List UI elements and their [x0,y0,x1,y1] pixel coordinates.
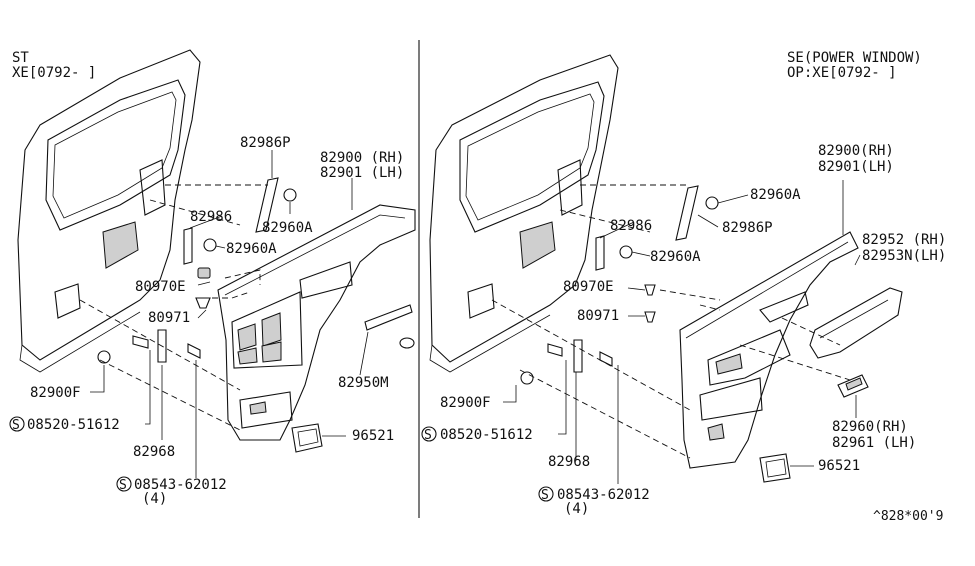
right-trim-panel [679,231,859,469]
right-panel: SE(POWER WINDOW) OP:XE[0792- ] [421,50,946,524]
right-label-82952-rh: 82952 (RH) [862,232,946,248]
right-label-82986: 82986 [610,218,652,234]
left-variant-line2: XE[0792- ] [12,65,96,81]
left-label-80970E: 80970E [135,279,186,295]
left-screw-symbol-08543-letter: S [119,478,127,493]
left-variant-line1: ST [12,50,29,66]
right-screw-symbol-08520-letter: S [424,428,432,443]
right-label-08543-62012: 08543-62012 [557,487,650,503]
left-label-96521: 96521 [352,428,394,444]
right-label-82960-rh: 82960(RH) [832,419,908,435]
left-screw-symbol-08543 [116,476,132,492]
left-label-82901-lh: 82901 (LH) [320,165,404,181]
right-label-80970E: 80970E [563,279,614,295]
left-label-82960A: 82960A [226,241,277,257]
left-screw-symbol-08520 [9,416,25,432]
right-armrest-switch [809,287,903,398]
left-guide-lines [79,184,268,431]
left-label-08520-51612: 08520-51612 [27,417,120,433]
left-label-08543-62012: 08543-62012 [134,477,227,493]
right-label-08543-qty: (4) [564,501,589,517]
left-label-82986: 82986 [190,209,232,225]
right-label-82968: 82968 [548,454,590,470]
left-label-82950M: 82950M [338,375,389,391]
right-label-82960A-top: 82960A [750,187,801,203]
left-door-body [17,49,201,373]
left-screw-symbol-08520-letter: S [12,418,20,433]
left-regulator-handle [97,177,415,453]
right-screw-symbol-08543-letter: S [541,488,549,503]
right-leader-lines [503,180,861,484]
right-label-80971: 80971 [577,308,619,324]
left-label-82986P: 82986P [240,135,291,151]
right-hardware [520,185,791,483]
right-label-96521: 96521 [818,458,860,474]
right-variant-line2: OP:XE[0792- ] [787,65,897,81]
right-label-82953N-lh: 82953N(LH) [862,248,946,264]
left-label-82900-rh: 82900 (RH) [320,150,404,166]
right-screw-symbol-08520 [421,426,437,442]
right-label-08520-51612: 08520-51612 [440,427,533,443]
left-label-82960A-top: 82960A [262,220,313,236]
left-label-80971: 80971 [148,310,190,326]
left-panel: ST XE[0792- ] [9,49,416,507]
left-trim-panel [217,204,416,441]
right-label-82986P: 82986P [722,220,773,236]
right-variant-line1: SE(POWER WINDOW) [787,50,922,66]
right-label-82900F: 82900F [440,395,491,411]
left-label-08543-qty: (4) [142,491,167,507]
right-label-82900-rh: 82900(RH) [818,143,894,159]
right-label-82901-lh: 82901(LH) [818,159,894,175]
footer-code: ^828*00'9 [873,509,943,524]
right-label-82960A: 82960A [650,249,701,265]
left-label-82900F: 82900F [30,385,81,401]
right-screw-symbol-08543 [538,486,554,502]
right-guide-lines [491,184,851,459]
left-label-82968: 82968 [133,444,175,460]
left-leader-lines [90,150,369,478]
right-door-body [429,54,619,373]
right-label-82961-lh: 82961 (LH) [832,435,916,451]
